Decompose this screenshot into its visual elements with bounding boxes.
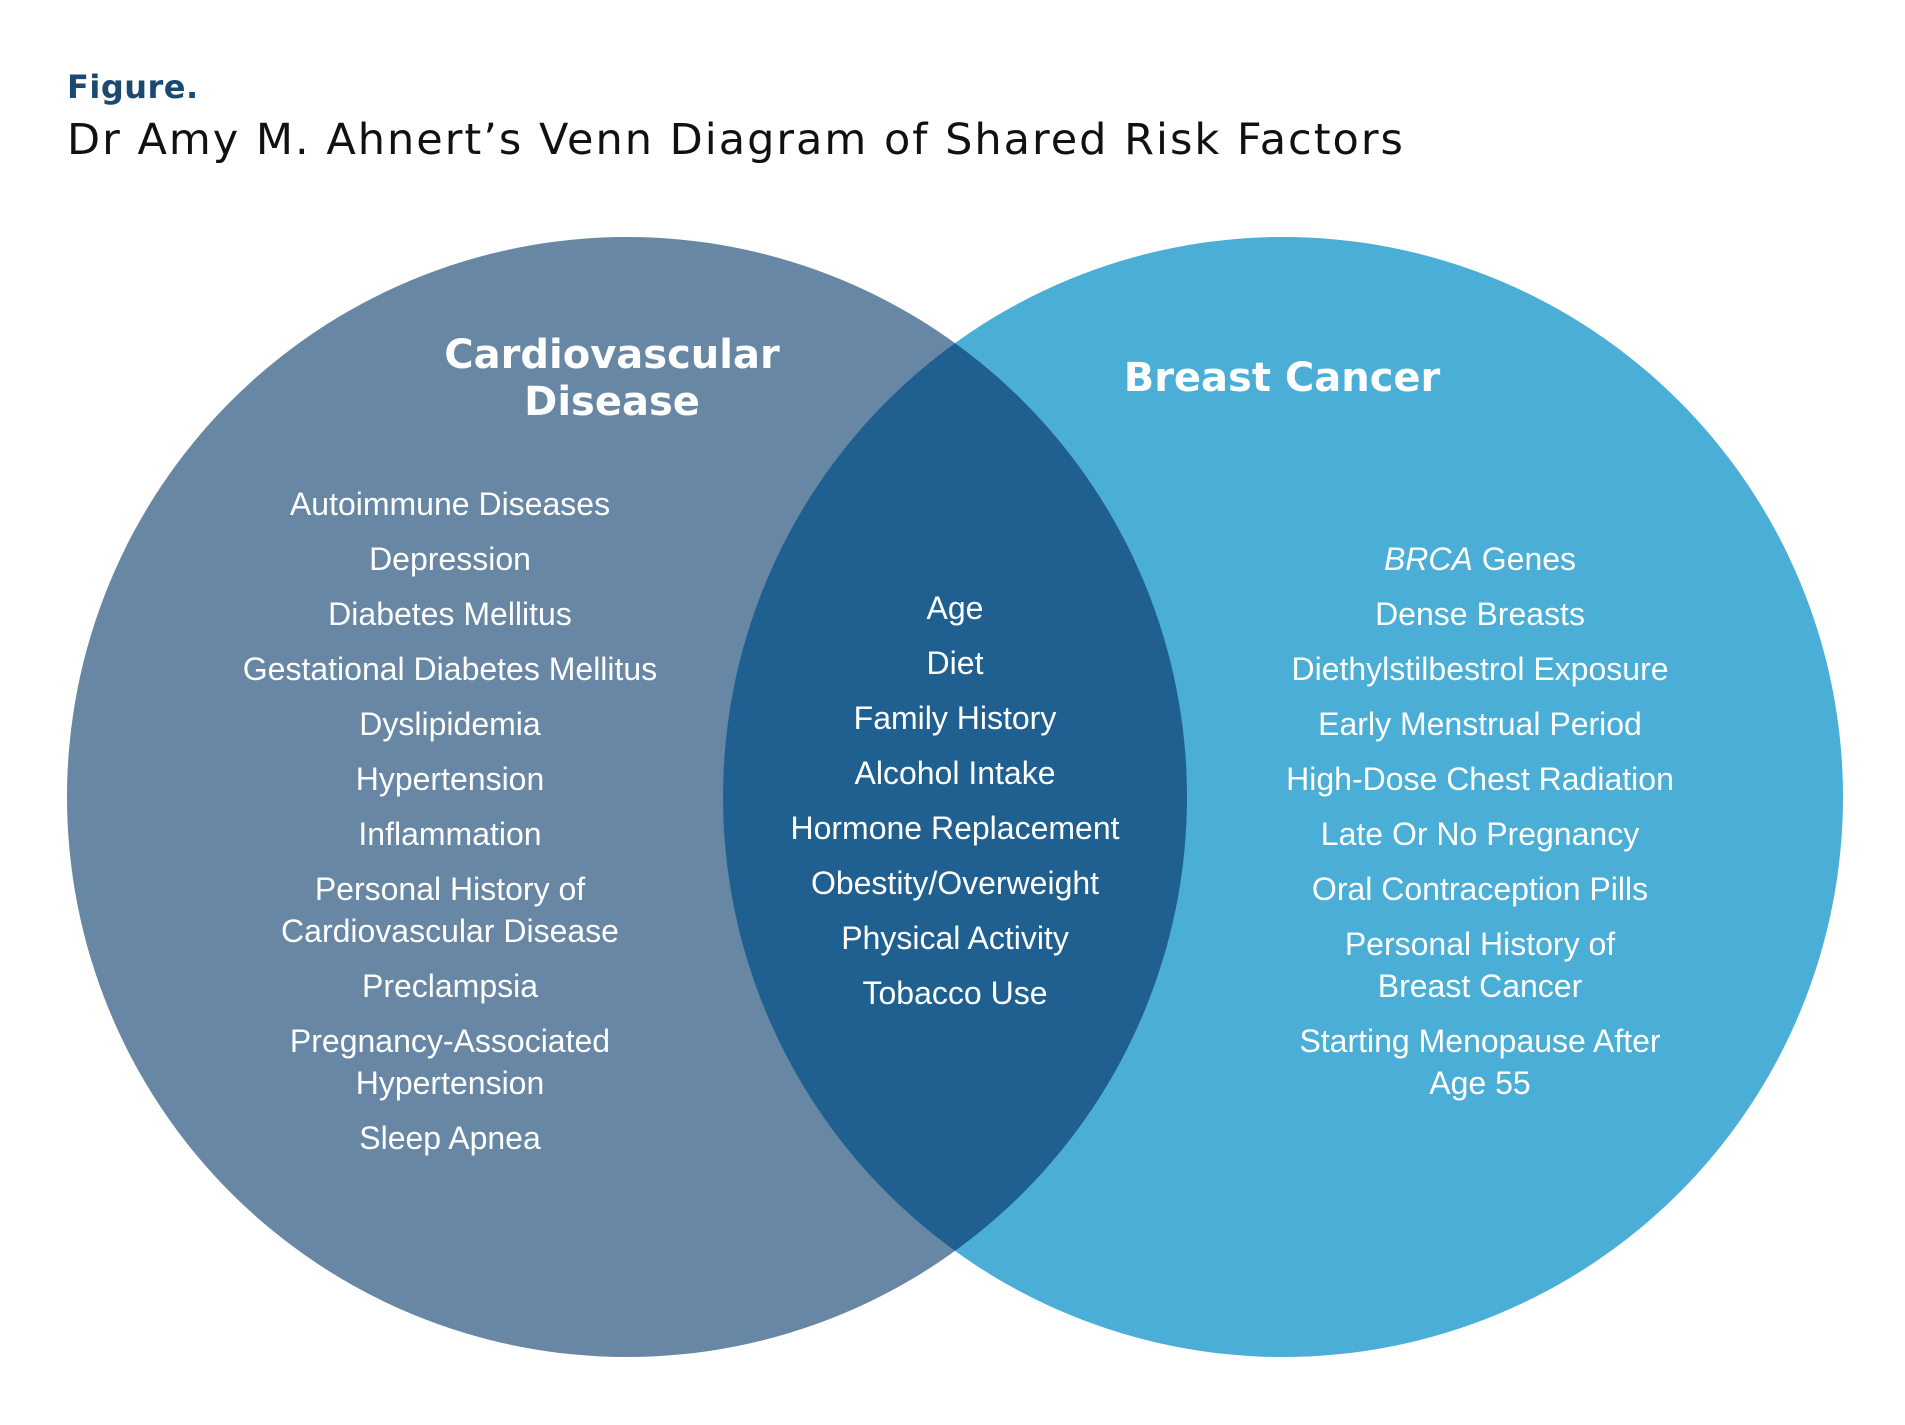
shared-risk-item: Physical Activity bbox=[841, 920, 1069, 956]
shared-risk-item: Alcohol Intake bbox=[854, 755, 1056, 791]
figure-title: Dr Amy M. Ahnert’s Venn Diagram of Share… bbox=[67, 115, 1405, 165]
breast-cancer-risk-item-italic: BRCA bbox=[1383, 541, 1473, 577]
shared-risk-item: Diet bbox=[926, 645, 984, 681]
cardiovascular-risk-item: Sleep Apnea bbox=[359, 1120, 541, 1156]
cardiovascular-risk-item: Gestational Diabetes Mellitus bbox=[242, 651, 658, 687]
shared-risk-item: Hormone Replacement bbox=[790, 810, 1120, 846]
breast-cancer-risk-item: Dense Breasts bbox=[1375, 596, 1585, 632]
cardiovascular-risk-item: Inflammation bbox=[358, 816, 542, 852]
breast-cancer-risk-item: Late Or No Pregnancy bbox=[1320, 816, 1640, 852]
shared-risk-item: Family History bbox=[853, 700, 1057, 736]
cardiovascular-risk-item: Autoimmune Diseases bbox=[289, 486, 611, 522]
cardiovascular-risk-item: Pregnancy-Associated Hypertension bbox=[289, 1023, 611, 1101]
breast-cancer-risk-item: Early Menstrual Period bbox=[1318, 706, 1642, 742]
breast-cancer-risk-item: Starting Menopause After Age 55 bbox=[1299, 1023, 1661, 1101]
shared-risk-item: Tobacco Use bbox=[862, 975, 1048, 1011]
cardiovascular-risk-item: Preclampsia bbox=[361, 968, 539, 1004]
cardiovascular-risk-item: Hypertension bbox=[355, 761, 545, 797]
cardiovascular-heading: Cardiovascular Disease bbox=[444, 332, 780, 425]
figure-label: Figure. bbox=[67, 68, 199, 106]
cardiovascular-risk-item: Personal History of Cardiovascular Disea… bbox=[281, 871, 619, 949]
shared-risk-item: Age bbox=[926, 590, 984, 626]
breast-cancer-risk-item-text: Genes bbox=[1472, 541, 1577, 577]
shared-risk-item: Obestity/Overweight bbox=[810, 865, 1100, 901]
breast-cancer-risk-item: Oral Contraception Pills bbox=[1311, 871, 1649, 907]
breast-cancer-risk-item: Diethylstilbestrol Exposure bbox=[1291, 651, 1669, 687]
breast-cancer-risk-item: BRCA Genes bbox=[1384, 538, 1576, 580]
breast-cancer-risk-item: Personal History of Breast Cancer bbox=[1344, 926, 1616, 1004]
cardiovascular-risk-item: Depression bbox=[369, 541, 531, 577]
overlap-region bbox=[723, 237, 1187, 1357]
breast-cancer-risk-item: High-Dose Chest Radiation bbox=[1286, 761, 1674, 797]
breast-cancer-heading: Breast Cancer bbox=[1123, 355, 1441, 401]
cardiovascular-risk-item: Dyslipidemia bbox=[359, 706, 541, 742]
cardiovascular-risk-item: Diabetes Mellitus bbox=[328, 596, 572, 632]
